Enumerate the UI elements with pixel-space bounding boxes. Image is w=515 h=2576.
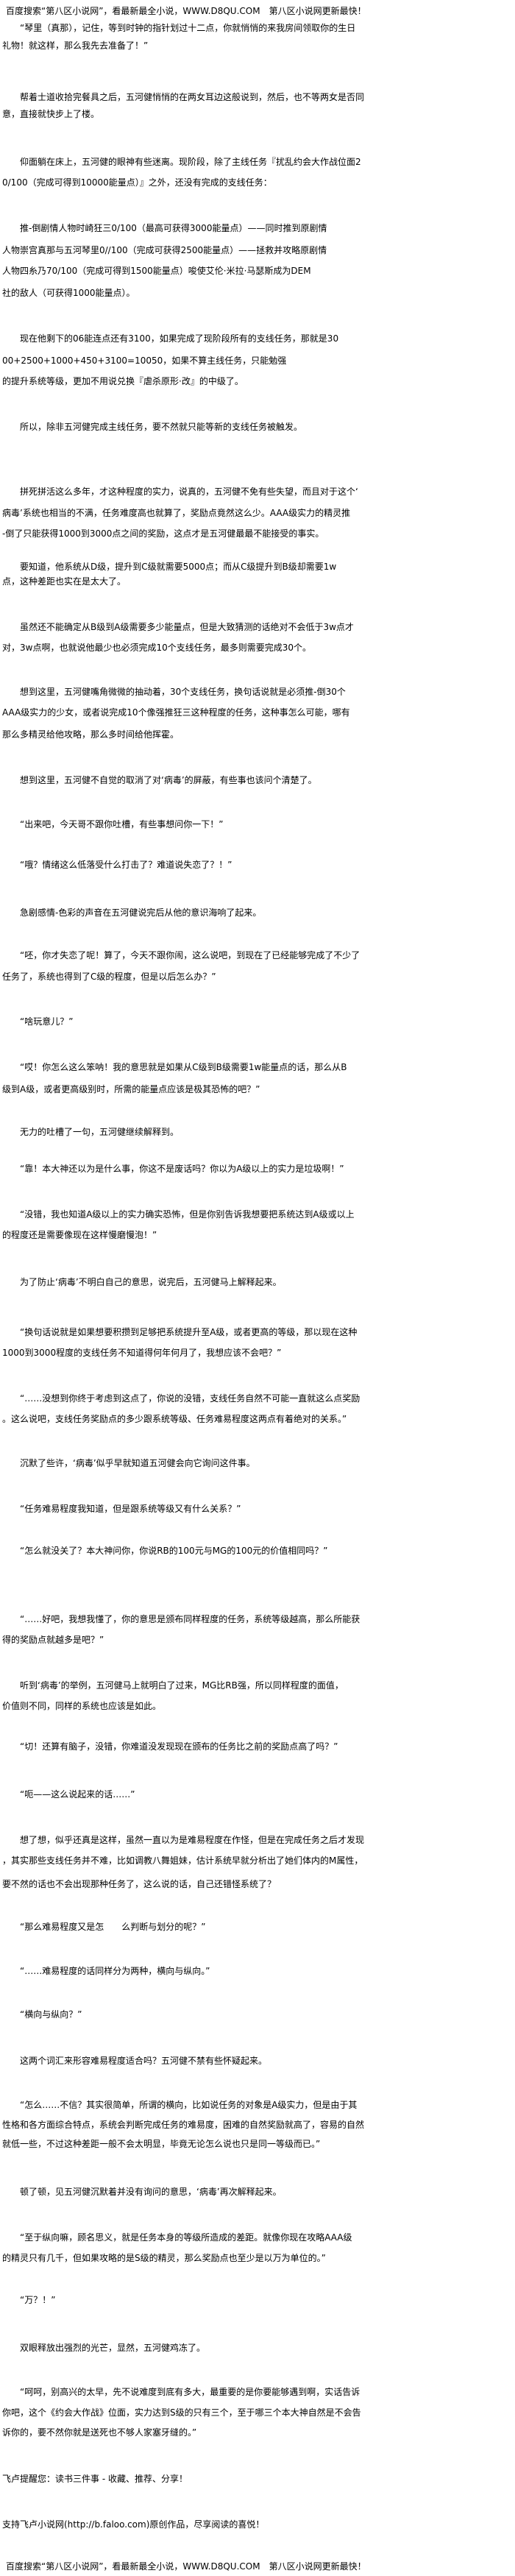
paragraph-line: “琴里（真那），记住，等到时钟的指针划过十二点，你就悄悄的来我房间领取你的生日 (20, 23, 356, 33)
paragraph-line: 价值则不同，同样的系统也应该是如此。 (2, 1701, 162, 1711)
footer-reminder: 飞卢提醒您：读书三件事 - 收藏、推荐、分享！ (2, 2474, 188, 2484)
paragraph-line: 帮着士道收拾完餐具之后，五河健悄悄的在两女耳边这般说到，然后，也不等两女是否同 (20, 92, 365, 102)
paragraph-line: AAA级实力的少女，或者说完成10个像强推狂三这种程度的任务，这种事怎么可能，哪… (2, 707, 350, 718)
paragraph-line: 拼死拼活这么多年，才这种程度的实力，说真的，五河健不免有些失望，而且对于这个‘ (20, 486, 358, 497)
paragraph-line: 诉你的，要不然你就是送死也不够人家塞牙缝的。” (2, 2427, 197, 2438)
paragraph-line: 想到这里，五河健不自觉的取消了对‘病毒’的屏蔽，有些事也该问个清楚了。 (20, 775, 317, 785)
paragraph-line: 沉默了些许，‘病毒’似乎早就知道五河健会向它询问这件事。 (20, 1458, 255, 1468)
paragraph-line: “至于纵向嘛，顾名思义，就是任务本身的等级所造成的差距。就像你现在攻略AAA级 (20, 2232, 352, 2243)
paragraph-line: 要知道，他系统从D级，提升到C级就需要5000点；而从C级提升到B级却需要1w (20, 562, 337, 572)
paragraph-line: “……好吧，我想我懂了，你的意思是颁布同样程度的任务，系统等级越高，那么所能获 (20, 1614, 360, 1624)
paragraph-line: 为了防止‘病毒’不明白自己的意思，说完后，五河健马上解释起来。 (20, 1277, 282, 1287)
paragraph-line: 想到这里，五河健嘴角微微的抽动着，30个支线任务，换句话说就是必须推-倒30个 (20, 687, 346, 697)
site-banner-bottom: 百度搜索“第八区小说网”，看最新最全小说，WWW.D8QU.COM 第八区小说网… (6, 2561, 366, 2572)
paragraph-line: “任务难易程度我知道，但是跟系统等级又有什么关系？” (20, 1504, 241, 1514)
paragraph-line: “……没想到你终于考虑到这点了，你说的没错，支线任务自然不可能一直就这么点奖励 (20, 1393, 360, 1404)
paragraph-line: “靠！本大神还以为是什么事，你这不是废话吗？你以为A级以上的实力是垃圾啊！” (20, 1164, 344, 1174)
paragraph-line: “呸，你才失恋了呢！算了，今天不跟你闹，这么说吧，到现在了已经能够完成了不少了 (20, 950, 360, 960)
paragraph-line: “没错，我也知道A级以上的实力确实恐怖，但是你别告诉我想要把系统达到A级或以上 (20, 1209, 355, 1220)
paragraph-line: “呃——这么说起来的话……” (20, 1789, 135, 1800)
paragraph-line: 人物四糸乃70/100（完成可得到1500能量点）唆使艾伦·米拉·马瑟斯成为DE… (2, 266, 311, 276)
paragraph-line: “呵呵，别高兴的太早，先不说难度到底有多大，最重要的是你要能够遇到啊，实话告诉 (20, 2387, 360, 2397)
paragraph-line: 病毒’系统也相当的不满，任务难度高也就算了，奖励点竟然这么少。AAA级实力的精灵… (2, 508, 351, 518)
paragraph-line: ，其实那些支线任务并不难，比如调教八舞姐妹，估计系统早就分析出了她们体内的M属性… (2, 1855, 363, 1866)
paragraph-line: 礼物！就这样，那么我先去准备了！” (2, 40, 149, 51)
paragraph-line: 所以，除非五河健完成主线任务，要不然就只能等新的支线任务被触发。 (20, 422, 303, 432)
paragraph-line: 要不然的话也不会出现那种任务了，这么说的话，自己还错怪系统了？ (2, 1879, 277, 1889)
paragraph-line: 双眼释放出强烈的光芒，显然，五河健鸡冻了。 (20, 2343, 206, 2353)
paragraph-line: “怎么就没关了？本大神问你，你说RB的100元与MG的100元的价值相同吗？” (20, 1546, 328, 1556)
paragraph-line: 社的敌人（可获得1000能量点）。 (2, 288, 135, 298)
paragraph-line: “出来吧，今天哥不跟你吐槽，有些事想问你一下！” (20, 819, 224, 829)
paragraph-line: 这两个词汇来形容难易程度适合吗？五河健不禁有些怀疑起来。 (20, 2056, 268, 2066)
paragraph-line: 人物崇宫真那与五河琴里0//100（完成可获得2500能量点）——拯救并攻略原剧… (2, 245, 327, 255)
paragraph-line: 性格和各方面综合特点，系统会判断完成任务的难易度，困难的自然奖励就高了，容易的自… (2, 2120, 365, 2130)
paragraph-line: 的提升系统等级，更加不用说兑换『虐杀原形·改』的中级了。 (2, 376, 244, 386)
paragraph-line: 点，这种差距也实在是太大了。 (2, 576, 127, 587)
paragraph-line: 顿了顿，见五河健沉默着并没有询问的意思，‘病毒’再次解释起来。 (20, 2187, 282, 2197)
paragraph-line: 。这么说吧，支线任务奖励点的多少跟系统等级、任务难易程度这两点有着绝对的关系。” (2, 1414, 347, 1424)
paragraph-line: 急剧感情-色彩的声音在五河健说完后从他的意识海响了起来。 (20, 907, 262, 918)
site-banner-top: 百度搜索“第八区小说网”，看最新最全小说，WWW.D8QU.COM 第八区小说网… (6, 6, 366, 16)
paragraph-line: 无力的吐槽了一句，五河健继续解释到。 (20, 1127, 180, 1137)
paragraph-line: “切！还算有脑子，没错，你难道没发现现在颁布的任务比之前的奖励点高了吗？” (20, 1741, 338, 1752)
paragraph-line: 就低一些，不过这种差距一般不会太明显，毕竟无论怎么说也只是同一等级而已。” (2, 2139, 321, 2149)
paragraph-line: 意，直接就快步上了楼。 (2, 109, 100, 119)
paragraph-line: “哦？情绪这么低落受什么打击了？难道说失恋了？！” (20, 860, 232, 870)
paragraph-line: 那么多精灵给他攻略，那么多时间给他挥霍。 (2, 729, 180, 740)
paragraph-line: “啥玩意儿？” (20, 1016, 74, 1027)
paragraph-line: 00+2500+1000+450+3100=10050，如果不算主线任务，只能勉… (2, 355, 287, 366)
paragraph-line: “万？！” (20, 2295, 56, 2305)
paragraph-line: “怎么……不信？其实很简单，所谓的横向，比如说任务的对象是A级实力，但是由于其 (20, 2100, 358, 2110)
paragraph-line: 现在他剩下的06能连点还有3100，如果完成了现阶段所有的支线任务，那就是30 (20, 333, 339, 344)
paragraph-line: 的精灵只有几千，但如果攻略的是S级的精灵，那么奖励点也至少是以万为单位的。” (2, 2253, 326, 2263)
paragraph-line: “……难易程度的话同样分为两种，横向与纵向。” (20, 1966, 210, 1976)
paragraph-line: “哎！你怎么这么笨呐！我的意思就是如果从C级到B级需要1w能量点的话，那么从B (20, 1062, 347, 1072)
paragraph-line: 想了想，似乎还真是这样，虽然一直以为是难易程度在作怪，但是在完成任务之后才发现 (20, 1835, 365, 1845)
paragraph-line: 听到‘病毒’的举例，五河健马上就明白了过来，MG比RB强，所以同样程度的面值， (20, 1680, 344, 1691)
paragraph-line: 任务了，系统也得到了C级的程度，但是以后怎么办？” (2, 972, 216, 982)
paragraph-line: “横向与纵向？” (20, 2009, 82, 2020)
paragraph-line: 得的奖励点就越多是吧？” (2, 1635, 104, 1645)
paragraph-line: 推-倒剧情人物时崎狂三0/100（最高可获得3000能量点）——同时推到原剧情 (20, 223, 327, 233)
paragraph-line: “那么难易程度又是怎 么判断与划分的呢？” (20, 1922, 206, 1932)
paragraph-line: 级到A级，或者更高级别时，所需的能量点应该是极其恐怖的吧？” (2, 1084, 260, 1094)
paragraph-line: -倒了只能获得1000到3000点之间的奖励，这点才是五河健最最不能接受的事实。 (2, 528, 324, 539)
paragraph-line: 你吧，这个《约会大作战》位面，实力达到S级的只有三个，至于哪三个本大神自然是不会… (2, 2407, 361, 2418)
paragraph-line: 对，3w点啊，也就说他最少也必须完成10个支线任务，最多则需要完成30个。 (2, 643, 311, 653)
paragraph-line: 仰面躺在床上，五河健的眼神有些迷离。现阶段，除了主线任务『扰乱约会大作战位面2 (20, 157, 361, 167)
paragraph-line: 虽然还不能确定从B级到A级需要多少能量点，但是大致猜测的话绝对不会低于3w点才 (20, 622, 354, 632)
paragraph-line: 的程度还是需要像现在这样慢磨慢泡！” (2, 1230, 157, 1240)
paragraph-line: “换句话说就是如果想要积攒到足够把系统提升至A级，或者更高的等级，那以现在这种 (20, 1327, 358, 1337)
paragraph-line: 0/100（完成可得到10000能量点）』之外，还没有完成的支线任务： (2, 177, 272, 188)
paragraph-line: 1000到3000程度的支线任务不知道得何年何月了，我想应该不会吧？” (2, 1348, 282, 1358)
footer-support-link[interactable]: 支持飞卢小说网(http://b.faloo.com)原创作品，尽享阅读的喜悦！ (2, 2519, 265, 2530)
